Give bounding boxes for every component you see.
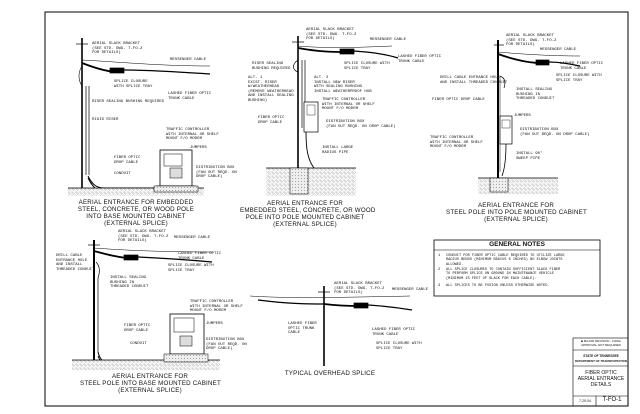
d1-traffic-controller-label: TRAFFIC CONTROLLER WITH INTERNAL OR SHEL…	[166, 128, 219, 142]
general-notes-box	[433, 239, 601, 297]
d2-lashed-label: LASHED FIBER OPTIC TRUNK CABLE	[398, 55, 442, 64]
d3-sweep-pipe-label: INSTALL 90° SWEEP PIPE	[516, 152, 543, 161]
d2-traffic-controller-label: TRAFFIC CONTROLLER WITH INTERNAL OR SHEL…	[322, 98, 375, 112]
d1-drop-cable-label: FIBER OPTIC DROP CABLE	[114, 156, 141, 165]
d1-distribution-box-label: DISTRIBUTION BOX (FAN OUT REQD. ON DROP …	[196, 166, 237, 180]
diagram-4-linework	[72, 240, 220, 370]
d1-splice-closure-label: SPLICE CLOSURE WITH SPLICE TRAY	[114, 80, 153, 89]
general-notes-title: GENERAL NOTES	[489, 241, 545, 248]
note-2-text: ALL SPLICE CLOSURES TO CONTAIN SUFFICIEN…	[446, 268, 561, 281]
state-name: STATE OF TENNESSEE	[583, 354, 619, 358]
d1-riser-bushing-label: RISER SEALING BUSHING REQUIRED	[92, 100, 165, 104]
d4-slack-bracket-label: AERIAL SLACK BRACKET (SEE STD. DWG. T-FO…	[118, 230, 169, 244]
d2-caption: AERIAL ENTRANCE FOR EMBEDDED STEEL, CONC…	[240, 200, 376, 228]
d4-jumpers-label: JUMPERS	[206, 322, 223, 326]
d3-lashed-label: LASHED FIBER OPTIC TRUNK CABLE	[560, 62, 604, 71]
d1-messenger-label: MESSENGER CABLE	[170, 58, 207, 62]
drawing-number: T-FO-1	[602, 397, 622, 403]
d1-conduit-label: CONDUIT	[114, 172, 131, 176]
d1-jumpers-label: JUMPERS	[190, 146, 207, 150]
d3-slack-bracket-label: AERIAL SLACK BRACKET (SEE STD. DWG. T-FO…	[506, 34, 557, 48]
d2-radius-pipe-label: INSTALL LARGE RADIUS PIPE	[322, 146, 354, 155]
d2-drop-cable-label: FIBER OPTIC DROP CABLE	[258, 116, 285, 125]
d4-drop-cable-label: FIBER OPTIC DROP CABLE	[124, 324, 151, 333]
d4-splice-closure-label: SPLICE CLOSURE WITH SPLICE TRAY	[168, 264, 214, 273]
d2-riser-bushing-label: RISER SEALING BUSHING REQUIRED	[252, 62, 291, 71]
d2-distribution-box-label: DISTRIBUTION BOX (FAN OUT REQD. ON DROP …	[326, 120, 396, 129]
d5-caption: TYPICAL OVERHEAD SPLICE	[284, 370, 376, 377]
d2-slack-bracket-label: AERIAL SLACK BRACKET (SEE STD. DWG. T-FO…	[306, 28, 357, 42]
d5-splice-closure-label: SPLICE CLOSURE WITH SPLICE TRAY	[376, 342, 422, 351]
note-1-text: CONDUIT FOR FIBER OPTIC CABLE REQUIRED T…	[446, 254, 565, 267]
note-2-number: 2	[438, 268, 441, 272]
drawing-date: 7-29-04	[579, 399, 591, 403]
d5-lashed-left-label: LASHED FIBER OPTIC TRUNK CABLE	[288, 322, 317, 336]
d4-traffic-controller-label: TRAFFIC CONTROLLER WITH INTERNAL OR SHEL…	[190, 300, 243, 314]
d4-caption: AERIAL ENTRANCE FOR STEEL POLE INTO BASE…	[80, 373, 221, 394]
note-1-number: 1	[438, 254, 441, 258]
d3-drill-hole-label: DRILL CABLE ENTRANCE HOLE AND INSTALL TH…	[440, 76, 508, 85]
d5-slack-bracket-label: AERIAL SLACK BRACKET (SEE STD. DWG. T-FO…	[334, 282, 385, 296]
d4-conduit-label: CONDUIT	[130, 342, 147, 346]
d2-alt1-label: ALT. 1 EXIST. RISER W/WEATHERHEAD (REMOV…	[248, 76, 294, 103]
note-3-text: ALL SPLICES TO BE FUSION UNLESS OTHERWIS…	[446, 284, 550, 288]
d3-drop-cable-label: FIBER OPTIC DROP CABLE	[432, 98, 485, 102]
d2-messenger-label: MESSENGER CABLE	[370, 38, 407, 42]
d3-traffic-controller-label: TRAFFIC CONTROLLER WITH INTERNAL OR SHEL…	[430, 136, 483, 150]
d3-messenger-label: MESSENGER CABLE	[540, 48, 577, 52]
d4-distribution-box-label: DISTRIBUTION BOX (FAN OUT REQD. ON DROP …	[206, 338, 247, 352]
department-name: DEPARTMENT OF TRANSPORTATION	[574, 359, 628, 363]
sheet-border	[44, 11, 629, 407]
drawing-title: FIBER OPTIC AERIAL ENTRANCE DETAILS	[577, 370, 625, 388]
d3-splice-closure-label: SPLICE CLOSURE WITH SPLICE TRAY	[556, 74, 602, 83]
diagram-2-linework	[266, 36, 399, 196]
title-block-frame	[572, 337, 629, 407]
d4-lashed-label: LASHED FIBER OPTIC TRUNK CABLE	[178, 252, 222, 261]
note-3-number: 3	[438, 284, 441, 288]
d3-caption: AERIAL ENTRANCE FOR STEEL POLE INTO POLE…	[446, 202, 587, 223]
d4-messenger-label: MESSENGER CABLE	[174, 236, 211, 240]
d5-messenger-label: MESSENGER CABLE	[392, 288, 429, 292]
d5-lashed-right-label: LASHED FIBER OPTIC TRUNK CABLE	[372, 328, 416, 337]
d3-jumpers-label: JUMPERS	[514, 114, 531, 118]
d2-splice-closure-label: SPLICE CLOSURE WITH SPLICE TRAY	[344, 62, 390, 71]
d1-rigid-riser-label: RIGID RISER	[92, 118, 119, 122]
d3-sealing-bushing-label: INSTALL SEALING BUSHING IN THREADED COND…	[516, 88, 555, 102]
diagram-3-linework	[478, 40, 581, 194]
revision-note: ■ MAJOR REVISION - FHWA APPROVAL NOT REQ…	[581, 339, 621, 347]
d4-drill-hole-label: DRILL CABLE ENTRANCE HOLE AND INSTALL TH…	[56, 254, 95, 272]
d1-slack-bracket-label: AERIAL SLACK BRACKET (SEE STD. DWG. T-FO…	[92, 42, 143, 56]
d3-distribution-box-label: DISTRIBUTION BOX (FAN OUT REQD. ON DROP …	[520, 128, 590, 137]
diagram-1-linework	[68, 38, 211, 196]
d1-lashed-label: LASHED FIBER OPTIC TRUNK CABLE	[168, 92, 212, 101]
diagram-5-linework	[249, 286, 413, 366]
d2-alt2-label: ALT. 2 INSTALL NEW RISER WITH SEALING BU…	[314, 76, 363, 90]
d1-caption: AERIAL ENTRANCE FOR EMBEDDED STEEL, CONC…	[77, 199, 195, 227]
d2-weatherproof-label: INSTALL WEATHERPROOF HUB	[314, 90, 372, 94]
d4-sealing-bushing-label: INSTALL SEALING BUSHING IN THREADED COND…	[110, 276, 149, 290]
